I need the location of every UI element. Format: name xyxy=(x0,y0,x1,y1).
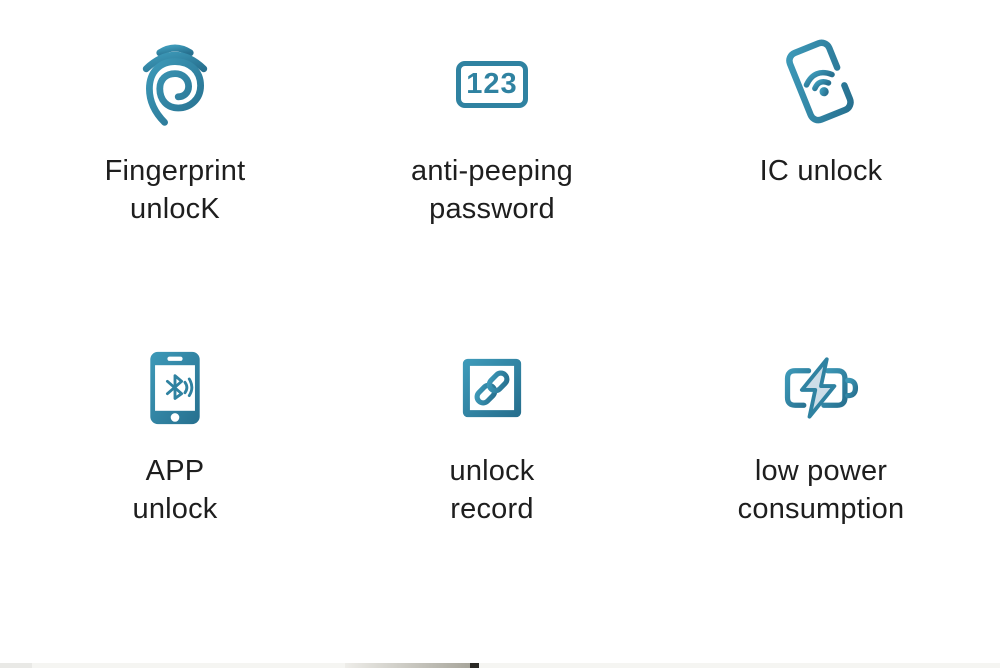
feature-label-line: record xyxy=(450,493,534,525)
feature-label: anti-peeping password xyxy=(411,152,573,228)
feature-label-line: anti-peeping xyxy=(410,155,574,187)
feature-label: unlock record xyxy=(449,452,534,528)
feature-label-line: unlocK xyxy=(130,193,220,225)
feature-label: Fingerprint unlocK xyxy=(105,152,246,228)
chain-link-icon xyxy=(460,346,524,430)
feature-app-unlock: APP unlock xyxy=(15,346,335,528)
feature-label-line: IC unlock xyxy=(759,155,883,187)
feature-label-line: unlock xyxy=(132,493,218,525)
feature-ic-unlock: IC unlock xyxy=(661,39,981,190)
feature-label-line: APP xyxy=(145,455,205,487)
feature-low-power-consumption: low power consumption xyxy=(661,346,981,528)
phone-bluetooth-icon xyxy=(146,346,204,430)
keypad-123-icon: 123 xyxy=(456,40,528,128)
feature-label-line: password xyxy=(429,193,555,225)
feature-label: IC unlock xyxy=(760,152,883,190)
keypad-123-text: 123 xyxy=(466,67,518,100)
feature-fingerprint-unlock: Fingerprint unlocK xyxy=(15,40,335,228)
feature-unlock-record: unlock record xyxy=(332,346,652,528)
fingerprint-icon xyxy=(135,40,215,128)
feature-anti-peeping-password: 123 anti-peeping password xyxy=(332,40,652,228)
feature-label-line: Fingerprint xyxy=(104,155,246,187)
photo-edge-strip xyxy=(0,663,1000,668)
ic-card-wifi-icon xyxy=(775,39,867,128)
feature-label-line: consumption xyxy=(737,493,905,525)
feature-label-line: low power xyxy=(754,455,888,487)
feature-label: low power consumption xyxy=(738,452,905,528)
photo-edge-notch xyxy=(470,663,479,668)
photo-edge-left-shade xyxy=(0,663,32,668)
photo-edge-gradient xyxy=(345,663,470,668)
feature-label: APP unlock xyxy=(132,452,217,528)
feature-label-line: unlock xyxy=(449,455,535,487)
battery-lightning-icon xyxy=(777,346,865,430)
